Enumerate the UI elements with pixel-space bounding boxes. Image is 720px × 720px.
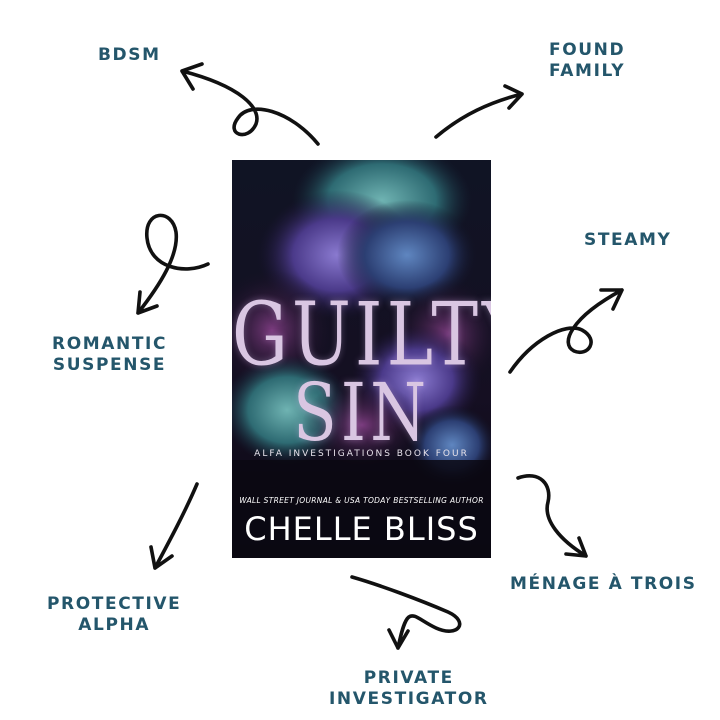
cover-title-line2: SIN [292,367,431,460]
label-bdsm-text: BDSM [98,45,161,65]
label-private-investigator-line2: INVESTIGATOR [329,689,489,709]
label-found-family: FOUND FAMILY [549,40,625,82]
label-bdsm: BDSM [98,45,161,66]
cover-series: ALFA INVESTIGATIONS BOOK FOUR [254,449,469,459]
cover-tagline: WALL STREET JOURNAL & USA TODAY BESTSELL… [239,496,484,505]
cover-author: CHELLE BLISS [244,510,479,548]
label-protective-alpha-line1: PROTECTIVE [47,594,182,614]
arrow-steamy [508,288,624,374]
arrow-protective-alpha [149,482,199,570]
cover-floral-art [232,160,491,558]
label-romantic-suspense-line1: ROMANTIC [52,334,168,354]
label-protective-alpha-line2: ALPHA [78,615,151,635]
label-protective-alpha: PROTECTIVE ALPHA [47,594,181,636]
arrow-bdsm [180,62,320,146]
arrow-romantic-suspense [136,213,210,315]
label-menage-a-trois: MÉNAGE À TROIS [510,574,697,595]
arrow-menage-a-trois [516,474,588,558]
label-romantic-suspense: ROMANTIC SUSPENSE [52,334,167,376]
label-found-family-line2: FAMILY [549,61,626,81]
arrow-found-family [434,84,524,139]
label-private-investigator: PRIVATE INVESTIGATOR [329,668,489,710]
label-found-family-line1: FOUND [549,40,626,60]
label-romantic-suspense-line2: SUSPENSE [52,355,167,375]
book-cover: GUILTY SIN ALFA INVESTIGATIONS BOOK FOUR… [232,160,491,558]
label-steamy: STEAMY [584,230,671,251]
label-steamy-text: STEAMY [584,230,672,250]
label-private-investigator-line1: PRIVATE [363,668,454,688]
label-menage-a-trois-text: MÉNAGE À TROIS [510,574,697,594]
arrow-private-investigator [350,575,462,650]
cover-title-line1: GUILTY [232,283,491,386]
